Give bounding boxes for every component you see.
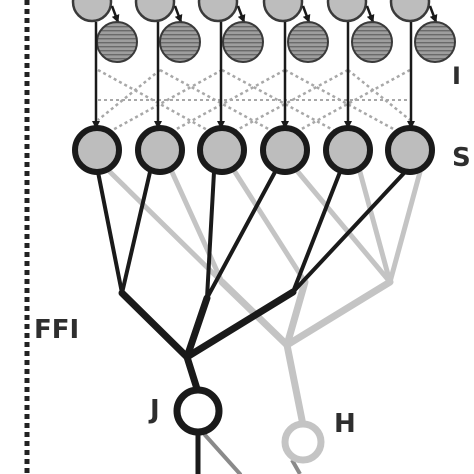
- top-cell: [326, 0, 368, 23]
- dotted-cross-connections: [97, 68, 411, 140]
- j-edge: [291, 170, 342, 294]
- top-arrows: [110, 5, 438, 23]
- top-cell: [389, 0, 431, 23]
- h-output-edge: [290, 459, 302, 474]
- j-edge: [291, 170, 407, 294]
- top-cell-row: [71, 0, 431, 23]
- j-edge: [205, 170, 216, 300]
- h-edge: [283, 278, 309, 349]
- interneuron-cell: [96, 21, 138, 63]
- top-arrow: [428, 5, 438, 23]
- top-cell: [262, 0, 304, 23]
- label-j: J: [148, 395, 160, 425]
- h-pathway: [107, 169, 423, 439]
- h-edge: [295, 169, 393, 285]
- s-cell: [197, 125, 247, 175]
- label-h: H: [334, 409, 356, 439]
- j-edge: [183, 288, 297, 361]
- h-edge: [283, 341, 309, 439]
- interneuron-cell: [287, 21, 329, 63]
- top-arrow: [110, 5, 120, 23]
- interneuron-row: [96, 21, 456, 63]
- j-edge: [96, 170, 124, 295]
- s-cell: [385, 125, 435, 175]
- j-edge: [120, 170, 152, 295]
- top-arrow: [365, 5, 375, 23]
- top-arrow: [301, 5, 311, 23]
- j-edge: [183, 294, 211, 361]
- s-cell-row: [72, 125, 435, 175]
- dotted-connection: [97, 69, 161, 121]
- top-arrow: [236, 5, 246, 23]
- j-output-edge: [203, 433, 242, 474]
- interneuron-cell: [222, 21, 264, 63]
- s-cell: [72, 125, 122, 175]
- top-cell: [197, 0, 239, 23]
- label-ffi: FFI: [34, 315, 79, 345]
- h-edge: [283, 278, 394, 349]
- j-pathway: [96, 170, 407, 474]
- h-edge: [169, 169, 225, 285]
- s-cell: [260, 125, 310, 175]
- interneuron-cell: [351, 21, 393, 63]
- j-edge: [183, 353, 202, 396]
- j-neuron: [173, 386, 223, 436]
- h-edge: [387, 169, 423, 285]
- s-cell: [323, 125, 373, 175]
- top-arrow: [173, 5, 183, 23]
- s-cell: [135, 125, 185, 175]
- interneuron-cell: [414, 21, 456, 63]
- j-edge: [118, 289, 191, 361]
- top-cell: [134, 0, 176, 23]
- j-edge: [205, 170, 277, 300]
- h-neuron: [281, 420, 325, 464]
- label-s: S: [452, 143, 471, 173]
- top-cell: [71, 0, 113, 23]
- label-i: I: [452, 62, 461, 90]
- h-edge: [107, 169, 225, 285]
- interneuron-cell: [159, 21, 201, 63]
- vertical-arrows: [92, 22, 415, 129]
- dotted-connection: [347, 69, 411, 121]
- h-edge: [232, 169, 308, 285]
- h-edge: [357, 169, 393, 285]
